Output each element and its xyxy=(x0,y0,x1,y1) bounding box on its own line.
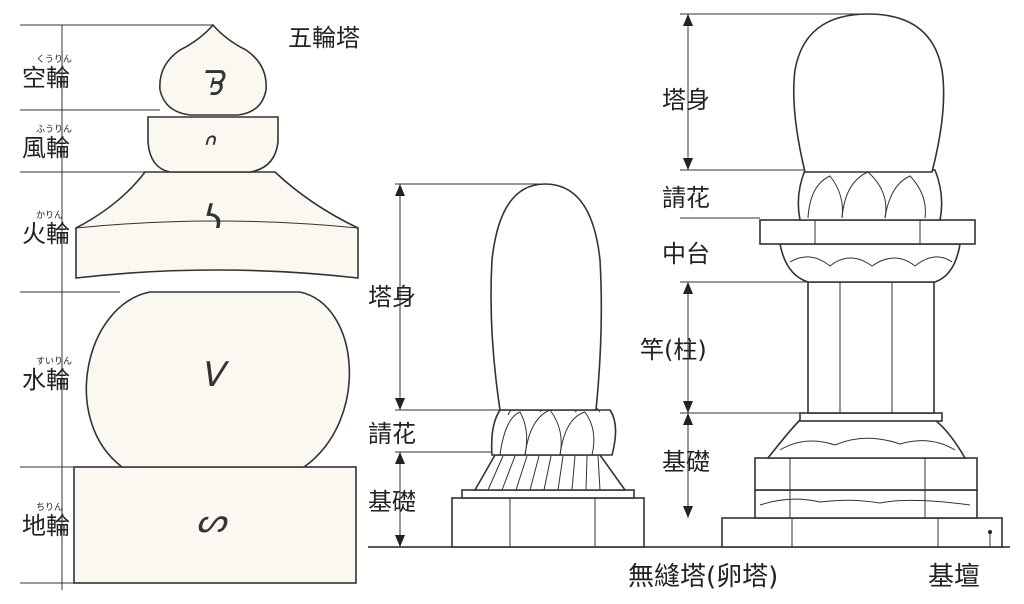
simple-body-label: 塔身 xyxy=(368,283,416,311)
simple-base-block xyxy=(451,497,645,548)
base-block-upper xyxy=(754,457,978,491)
arrow-down-icon xyxy=(395,535,405,547)
arrow-down-icon xyxy=(683,401,693,413)
full-egg-body xyxy=(792,13,945,173)
karin-label: 火輪 xyxy=(22,220,70,248)
fuurin-label: 風輪 xyxy=(22,134,70,162)
platform-marker-dot xyxy=(988,530,992,534)
platform-caption: 基壇 xyxy=(928,562,980,592)
fuurin-reading: ふうりん xyxy=(36,124,72,135)
full-flower-label: 請花 xyxy=(662,184,710,212)
simple-egg-body xyxy=(490,183,603,411)
simple-flower-label: 請花 xyxy=(368,420,416,448)
muhoto-simple-figure: 塔身 請花 基礎 xyxy=(368,183,1010,548)
arrow-down-icon xyxy=(395,398,405,410)
chirin-reading: ちりん xyxy=(36,502,63,513)
arrow-up-icon xyxy=(683,413,693,425)
karin-reading: かりん xyxy=(36,210,63,221)
platform-slab xyxy=(721,517,1003,548)
base-lotus xyxy=(766,419,967,459)
base-cloud-pattern xyxy=(759,498,971,506)
middle-lotus-petals xyxy=(789,256,953,267)
full-middle-label: 中台 xyxy=(662,240,710,268)
kuurin-label: 空輪 xyxy=(22,64,70,92)
suirin-sphere xyxy=(85,291,351,468)
chirin-block xyxy=(73,466,357,584)
fuurin-bowl xyxy=(147,116,279,173)
full-lotus-cup xyxy=(797,169,943,221)
base-lotus-petals xyxy=(779,437,956,451)
arrow-up-icon xyxy=(395,452,405,464)
simple-base-slab xyxy=(461,489,635,499)
pole-column xyxy=(807,281,935,414)
fuurin-bonji: ᐢ xyxy=(200,127,217,167)
arrow-up-icon xyxy=(683,14,693,26)
full-body-label: 塔身 xyxy=(662,86,710,114)
kuurin-bonji: ᘋ xyxy=(198,64,226,104)
simple-skirt-flutes xyxy=(487,455,601,491)
simple-base-label: 基礎 xyxy=(368,488,416,516)
muhoto-full-figure: 塔身 請花 中台 竿(柱) 基礎 xyxy=(640,13,1003,548)
base-block-lower xyxy=(754,489,978,519)
middle-lotus-tier xyxy=(779,243,961,283)
karin-bonji: ᓴ xyxy=(200,197,222,237)
kuurin-reading: くうりん xyxy=(36,54,72,65)
arrow-down-icon xyxy=(683,506,693,518)
gorinto-title: 五輪塔 xyxy=(288,24,360,52)
kuurin-jewel xyxy=(159,23,267,116)
simple-lotus-cup xyxy=(490,409,617,456)
karin-roof xyxy=(75,171,359,279)
arrow-up-icon xyxy=(395,184,405,196)
muhoto-caption: 無縫塔(卵塔) xyxy=(628,562,778,592)
middle-table-slab xyxy=(759,219,976,245)
karin-eave-line xyxy=(75,220,359,229)
chirin-bonji: ᔕ xyxy=(196,501,228,541)
arrow-up-icon xyxy=(683,282,693,294)
arrow-down-icon xyxy=(683,158,693,170)
suirin-label: 水輪 xyxy=(22,366,70,394)
suirin-reading: すいりん xyxy=(36,356,72,367)
full-pole-label: 竿(柱) xyxy=(640,336,707,364)
full-base-label: 基礎 xyxy=(662,448,710,476)
base-top-rim xyxy=(799,412,943,422)
chirin-label: 地輪 xyxy=(22,512,70,540)
gorinto-figure: 五輪塔 くうりん 空輪 ふうりん 風輪 かりん 火輪 すいりん 水輪 ちりん 地… xyxy=(20,23,360,590)
